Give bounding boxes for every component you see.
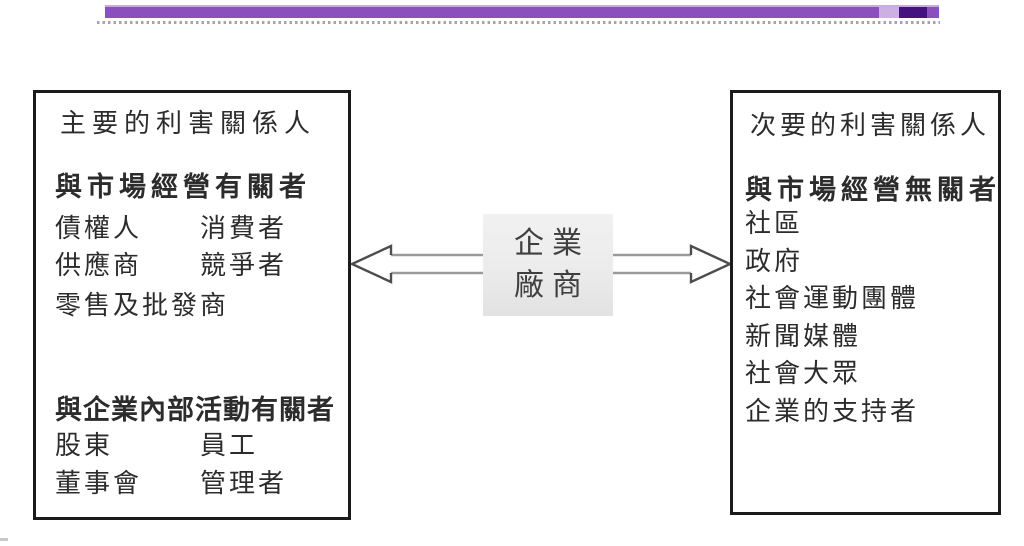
stakeholder-row: 債權人 消費者: [55, 208, 287, 245]
enterprise-line1: 企業: [514, 227, 590, 260]
stakeholder-item-competitors: 競爭者: [200, 251, 288, 280]
arrow-head-left: [349, 244, 393, 284]
stakeholder-item-suppliers: 供應商: [55, 251, 143, 280]
scan-artifact: [0, 538, 8, 541]
top-decorative-bar: [105, 5, 939, 18]
stakeholder-row: 供應商 競爭者: [55, 245, 287, 282]
primary-box-title: 主要的利害關係人: [60, 109, 317, 138]
enterprise-box: 企業 廠商: [483, 214, 613, 316]
stakeholder-row: 董事會 管理者: [55, 463, 287, 500]
market-unrelated-heading: 與市場經營無關者: [745, 175, 1001, 205]
stakeholder-item-social-movement-groups: 社會運動團體: [745, 284, 920, 313]
stakeholder-item-retailers-wholesalers: 零售及批發商: [55, 291, 230, 320]
dotted-underline: [97, 21, 940, 24]
bar-segment-light: [879, 7, 899, 18]
stakeholder-item-community: 社區: [745, 209, 804, 238]
arrow-head-right: [689, 244, 733, 284]
secondary-stakeholders-box: 次要的利害關係人 與市場經營無關者 社區 政府 社會運動團體 新聞媒體 社會大眾…: [730, 90, 1001, 515]
primary-stakeholders-box: 主要的利害關係人 與市場經營有關者 債權人 消費者 供應商 競爭者 零售及批發商…: [33, 90, 351, 520]
market-related-heading: 與市場經營有關者: [55, 172, 311, 202]
bar-segment-main: [105, 7, 879, 18]
stakeholder-item-news-media: 新聞媒體: [745, 321, 862, 351]
stakeholder-item-creditors: 債權人: [55, 214, 143, 243]
stakeholder-row: 股東 員工: [55, 425, 258, 462]
bar-segment-end: [927, 7, 939, 18]
secondary-items-list: 社區 政府 社會運動團體 新聞媒體 社會大眾 企業的支持者: [745, 205, 919, 430]
bar-segment-dark: [899, 7, 927, 18]
stakeholder-item-general-public: 社會大眾: [745, 359, 862, 388]
enterprise-line2: 廠商: [514, 269, 590, 302]
stakeholder-item-shareholders: 股東: [55, 431, 114, 460]
stakeholder-item-consumers: 消費者: [200, 214, 288, 243]
secondary-box-title: 次要的利害關係人: [750, 111, 991, 140]
stakeholder-item-employees: 員工: [200, 431, 259, 460]
stakeholder-item-business-supporters: 企業的支持者: [745, 396, 920, 426]
stakeholder-item-government: 政府: [745, 246, 804, 276]
stakeholder-row: 零售及批發商: [55, 285, 230, 322]
stakeholder-item-managers: 管理者: [200, 469, 288, 498]
internal-activity-heading: 與企業內部活動有關者: [55, 395, 335, 425]
stakeholder-item-board: 董事會: [55, 469, 143, 498]
